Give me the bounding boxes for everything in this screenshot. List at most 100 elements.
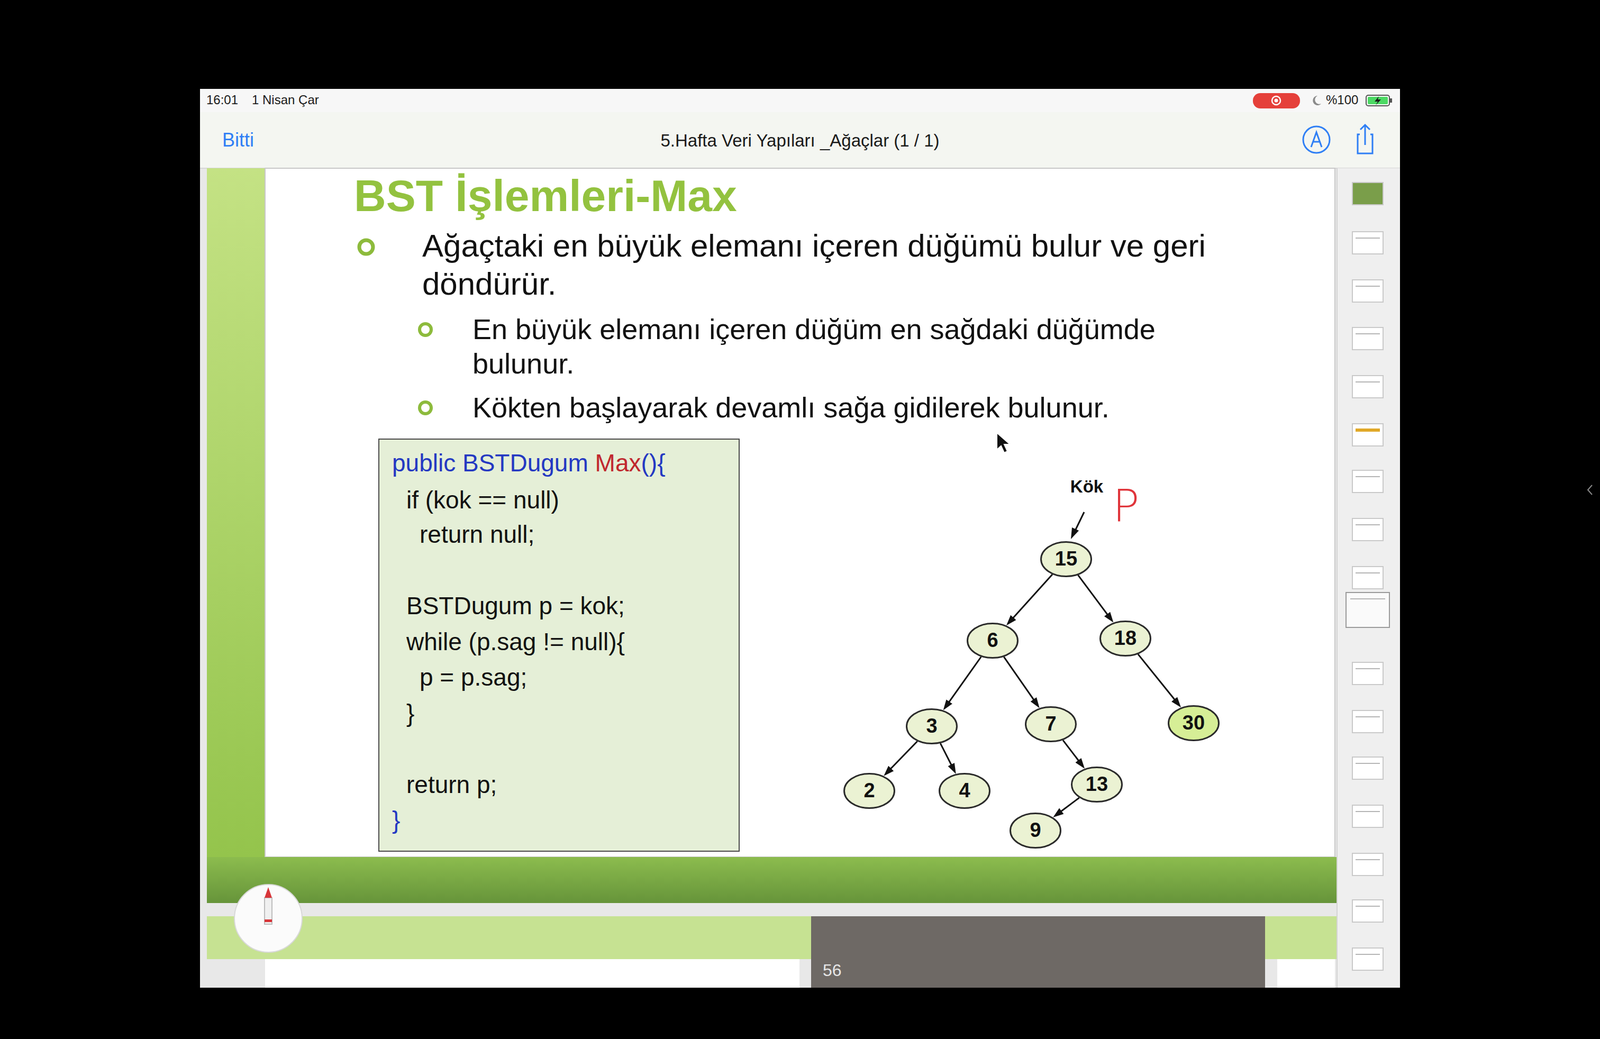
thumbnail-line	[1355, 905, 1380, 907]
sub-bullet-text: En büyük elemanı içeren düğüm en sağdaki…	[472, 312, 1214, 381]
battery-percent-box: %100	[1325, 92, 1359, 108]
node-value: 13	[1085, 773, 1108, 796]
pencil-button	[234, 884, 303, 953]
nav-bar	[200, 112, 1400, 169]
sub-bullet-marker	[419, 402, 432, 414]
node-value: 7	[1044, 713, 1057, 736]
code-text: return p;	[406, 770, 497, 799]
code-line: while (p.sag != null){	[406, 626, 625, 657]
pencil-tip	[264, 887, 272, 898]
tree-node: 3	[905, 708, 958, 745]
code-line: }	[392, 805, 400, 835]
record-dot	[1274, 98, 1279, 103]
document-title-box: 5.Hafta Veri Yapıları _Ağaçlar (1 / 1)	[660, 130, 940, 152]
thumbnail	[1352, 710, 1384, 733]
tree-node: 9	[1009, 812, 1062, 849]
thumbnail-line	[1355, 953, 1380, 956]
page-number: 56	[822, 960, 842, 981]
thumbnail-strip-edge	[1336, 168, 1338, 988]
root-label: Kök	[1070, 476, 1104, 498]
bullet-text-box: Ağaçtaki en büyük elemanı içeren düğümü …	[422, 226, 1290, 304]
moon-icon	[1312, 95, 1322, 106]
thumbnail	[1352, 231, 1384, 254]
thumbnail-content	[1350, 238, 1386, 955]
done-button-box: Bitti	[222, 128, 254, 152]
code-line: }	[406, 698, 415, 729]
thumbnail-line	[1355, 811, 1380, 813]
thumbnail-strip	[1337, 168, 1400, 988]
pencil-body	[264, 897, 272, 925]
thumbnail	[1352, 423, 1384, 447]
status-date: 1 Nisan Çar	[251, 92, 320, 108]
tree-node: 2	[843, 773, 896, 809]
node-ellipse	[1168, 706, 1220, 741]
tree-edge	[1138, 654, 1178, 704]
thumbnail	[1352, 375, 1384, 398]
tree-edge	[887, 741, 917, 772]
thumbnail-line	[1350, 598, 1386, 600]
thumbnail-line	[1355, 333, 1380, 335]
node-ellipse	[1025, 707, 1077, 742]
record-pill	[1252, 93, 1300, 109]
thumbnail-line	[1355, 381, 1380, 383]
code-line: return p;	[406, 769, 497, 800]
thumbnail	[1352, 948, 1384, 971]
node-ellipse	[939, 774, 990, 809]
status-time: 16:01	[206, 92, 239, 108]
code-text: Max	[595, 449, 642, 477]
thumbnail	[1352, 327, 1384, 350]
node-ellipse	[906, 709, 958, 744]
sub-bullet-text-box: Kökten başlayarak devamlı sağa gidilerek…	[472, 390, 1330, 425]
tree-edge	[940, 743, 954, 770]
node-ellipse	[1071, 767, 1123, 803]
thumbnail	[1352, 566, 1384, 589]
thumbnail-selected	[1346, 592, 1390, 628]
thumbnail-line	[1355, 859, 1380, 861]
thumbnail	[1352, 279, 1384, 303]
share-icon	[1357, 124, 1373, 154]
page-number-box: 56	[822, 960, 842, 981]
thumbnail	[1352, 900, 1384, 923]
status-bar	[200, 88, 1400, 113]
markup-pen-icon	[1311, 132, 1322, 148]
node-value: 15	[1055, 548, 1078, 571]
code-text: p = p.sag;	[419, 663, 527, 692]
document-title: 5.Hafta Veri Yapıları _Ağaçlar (1 / 1)	[660, 130, 940, 152]
handwritten-mark-box: P	[1112, 479, 1140, 533]
code-box: public BSTDugumMax(){ if (kok == null) ret…	[378, 438, 740, 852]
tree-edge	[1078, 575, 1111, 619]
root-pointer-line	[1075, 512, 1085, 531]
thumbnail-line	[1355, 572, 1380, 574]
code-text: BSTDugum p = kok;	[406, 592, 625, 620]
tree-node: 30	[1167, 705, 1220, 742]
thumbnail	[1352, 805, 1384, 828]
thumbnail-line	[1355, 237, 1380, 239]
thumbnail	[1352, 662, 1384, 685]
thumbnail	[1352, 518, 1384, 541]
thumbnail-line	[1355, 428, 1380, 432]
thumbnail	[1352, 757, 1384, 780]
code-text: (){	[641, 449, 666, 477]
thumbnails	[1346, 182, 1390, 971]
code-text: }	[392, 806, 400, 834]
tree-edge	[1003, 657, 1037, 705]
thumbnail-line	[1355, 668, 1380, 670]
tree-node: 6	[966, 622, 1019, 659]
tree-node: 13	[1070, 766, 1123, 803]
status-time-box: 16:01	[206, 92, 239, 108]
tree-node: 18	[1099, 620, 1152, 657]
screen-ground	[200, 88, 1400, 988]
code-line: if (kok == null)	[406, 485, 560, 515]
status-date-box: 1 Nisan Çar	[251, 92, 320, 108]
bullet-marker	[359, 240, 374, 254]
code-text: public BSTDugum	[392, 449, 589, 477]
slide-ground	[265, 168, 1335, 858]
code-text: return null;	[419, 520, 535, 549]
code-text: }	[406, 699, 415, 727]
slide-left-stripe	[206, 168, 266, 858]
record-icon	[1271, 96, 1281, 105]
code-line: BSTDugum p = kok;	[406, 591, 625, 621]
slide-bottom-band	[206, 857, 1338, 904]
